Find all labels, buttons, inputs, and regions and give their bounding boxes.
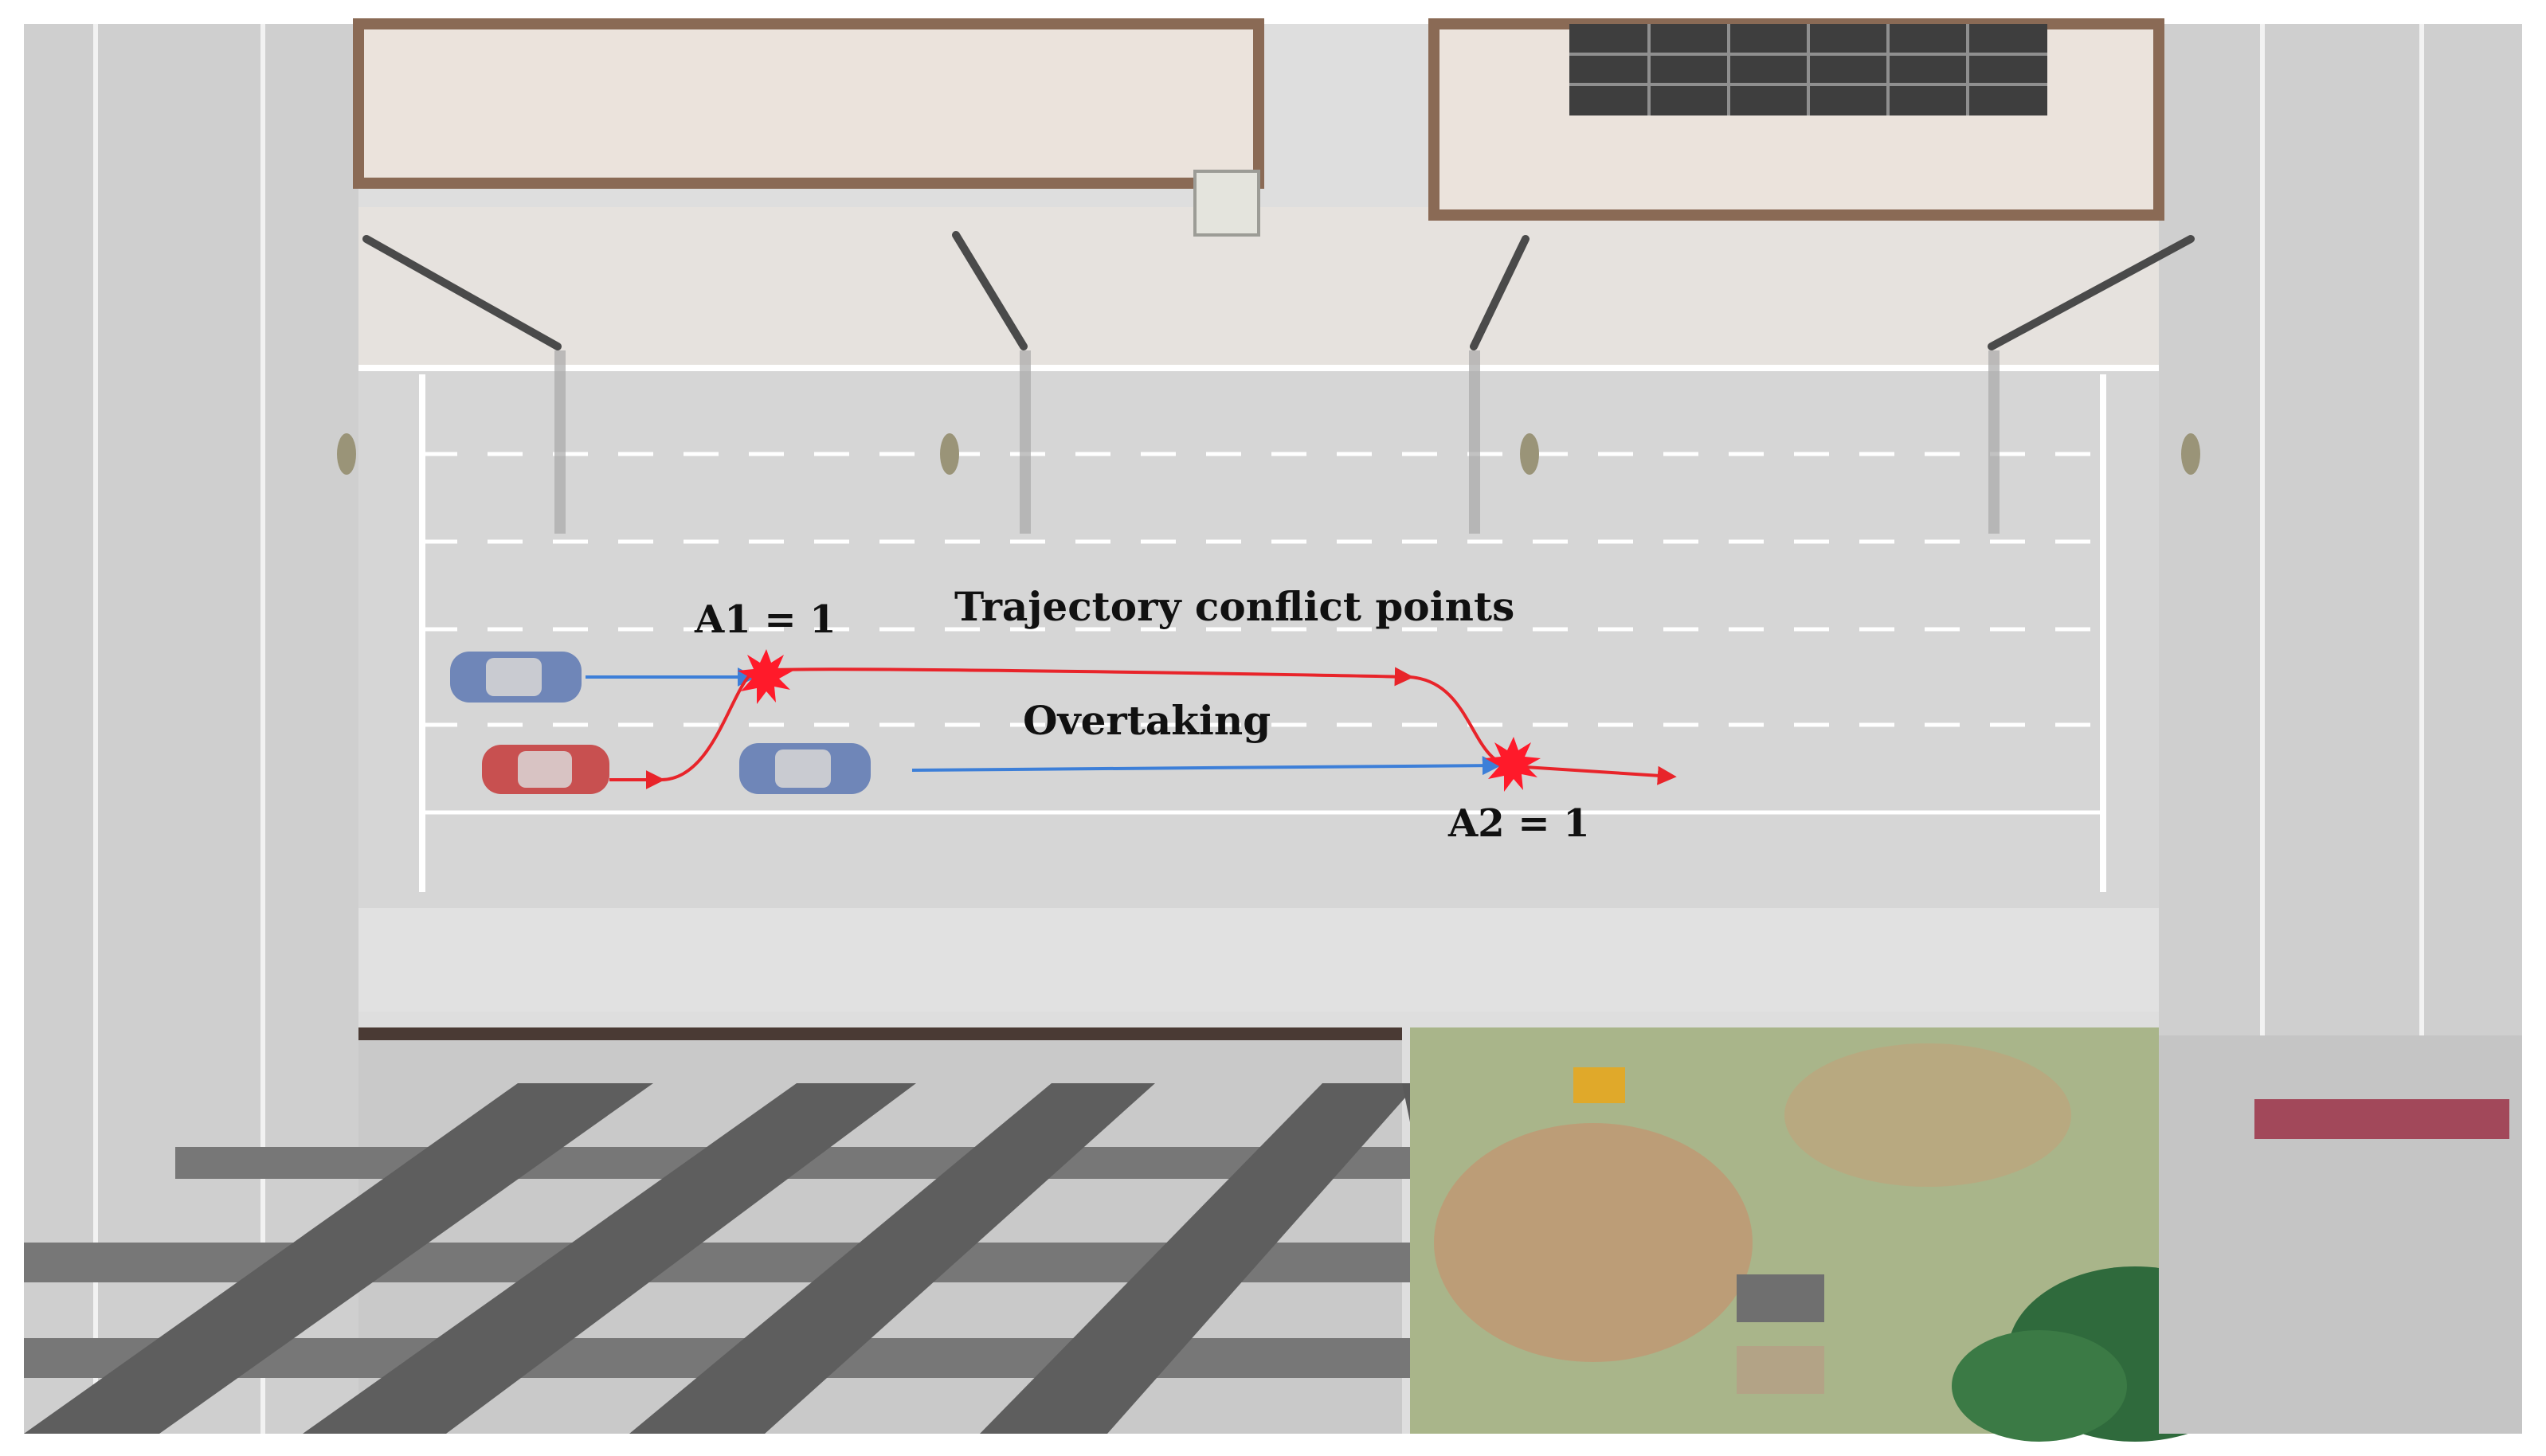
overtaking-label: Overtaking <box>1023 701 1271 741</box>
trajectory-conflict-points-label: Trajectory conflict points <box>954 587 1514 627</box>
blue-car-left <box>450 652 582 703</box>
conflict-a1-label: A1 = 1 <box>695 601 836 639</box>
bottom-sidewalk <box>358 908 2159 1012</box>
vacant-lot <box>1410 1027 2262 1442</box>
top-right-building <box>1434 24 2159 215</box>
blue-car-ahead <box>739 743 871 794</box>
left-cross-street <box>24 24 358 1434</box>
conflict-a2-label: A2 = 1 <box>1448 804 1590 843</box>
bottom-right-structure <box>2159 1035 2522 1434</box>
red-car <box>482 745 609 794</box>
main-road <box>358 366 2159 908</box>
billboard <box>2254 1099 2509 1139</box>
